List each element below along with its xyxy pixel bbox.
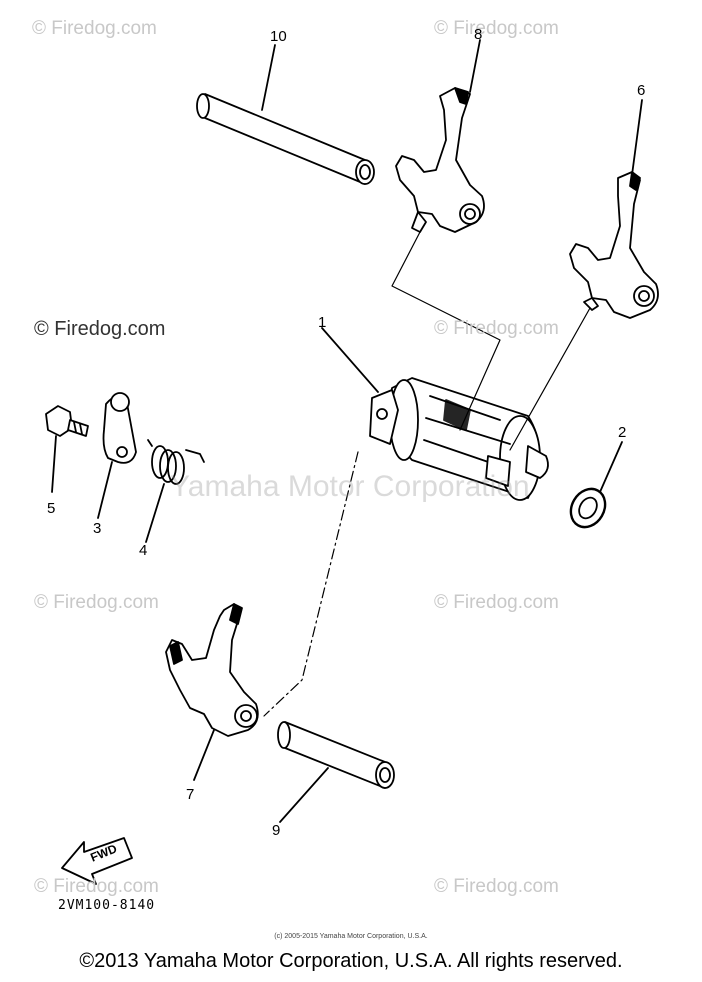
- leader-7: [193, 729, 215, 781]
- guide-bar-10: [196, 93, 375, 185]
- callout-3: 3: [93, 520, 102, 537]
- watermark-firedog: © Firedog.com: [32, 18, 157, 39]
- shift-drum-1: [369, 377, 549, 501]
- callout-1: 1: [318, 314, 327, 331]
- guide-bar-9: [277, 721, 395, 789]
- bolt-5: [45, 405, 89, 437]
- callout-10: 10: [270, 28, 287, 45]
- leader-8: [469, 39, 481, 93]
- callout-2: 2: [618, 424, 627, 441]
- footer-copyright: ©2013 Yamaha Motor Corporation, U.S.A. A…: [79, 950, 623, 972]
- watermark-yamaha: Yamaha Motor Corporation: [170, 470, 530, 503]
- watermark-firedog: © Firedog.com: [434, 18, 559, 39]
- callout-4: 4: [139, 542, 148, 559]
- callout-6: 6: [637, 82, 646, 99]
- watermark-firedog: © Firedog.com: [34, 876, 159, 897]
- leader-2: [599, 441, 623, 493]
- callout-5: 5: [47, 500, 56, 517]
- torsion-spring-4: [147, 439, 205, 485]
- watermark-firedog: © Firedog.com: [34, 318, 166, 340]
- callout-7: 7: [186, 786, 195, 803]
- shift-fork-7: [165, 603, 259, 737]
- shift-fork-6: [569, 171, 659, 319]
- leader-9: [279, 767, 329, 823]
- leader-5: [51, 435, 57, 493]
- leader-3: [97, 461, 113, 519]
- watermark-firedog: © Firedog.com: [34, 592, 159, 613]
- leader-4: [145, 483, 165, 543]
- leader-10: [261, 44, 276, 111]
- leader-1: [321, 327, 379, 393]
- stopper-plate-3: [102, 392, 137, 464]
- washer-2: [569, 487, 607, 529]
- watermark-firedog: © Firedog.com: [434, 592, 559, 613]
- watermark-firedog: © Firedog.com: [434, 876, 559, 897]
- small-copyright: (c) 2005-2015 Yamaha Motor Corporation, …: [274, 933, 428, 940]
- shift-fork-8: [395, 87, 485, 233]
- callout-9: 9: [272, 822, 281, 839]
- callout-8: 8: [474, 26, 483, 43]
- watermark-firedog: © Firedog.com: [434, 318, 559, 339]
- leader-6: [631, 99, 643, 176]
- diagram-ref: 2VM100-8140: [58, 898, 156, 913]
- fwd-arrow-icon: [61, 837, 133, 885]
- connection-lines: [263, 231, 591, 717]
